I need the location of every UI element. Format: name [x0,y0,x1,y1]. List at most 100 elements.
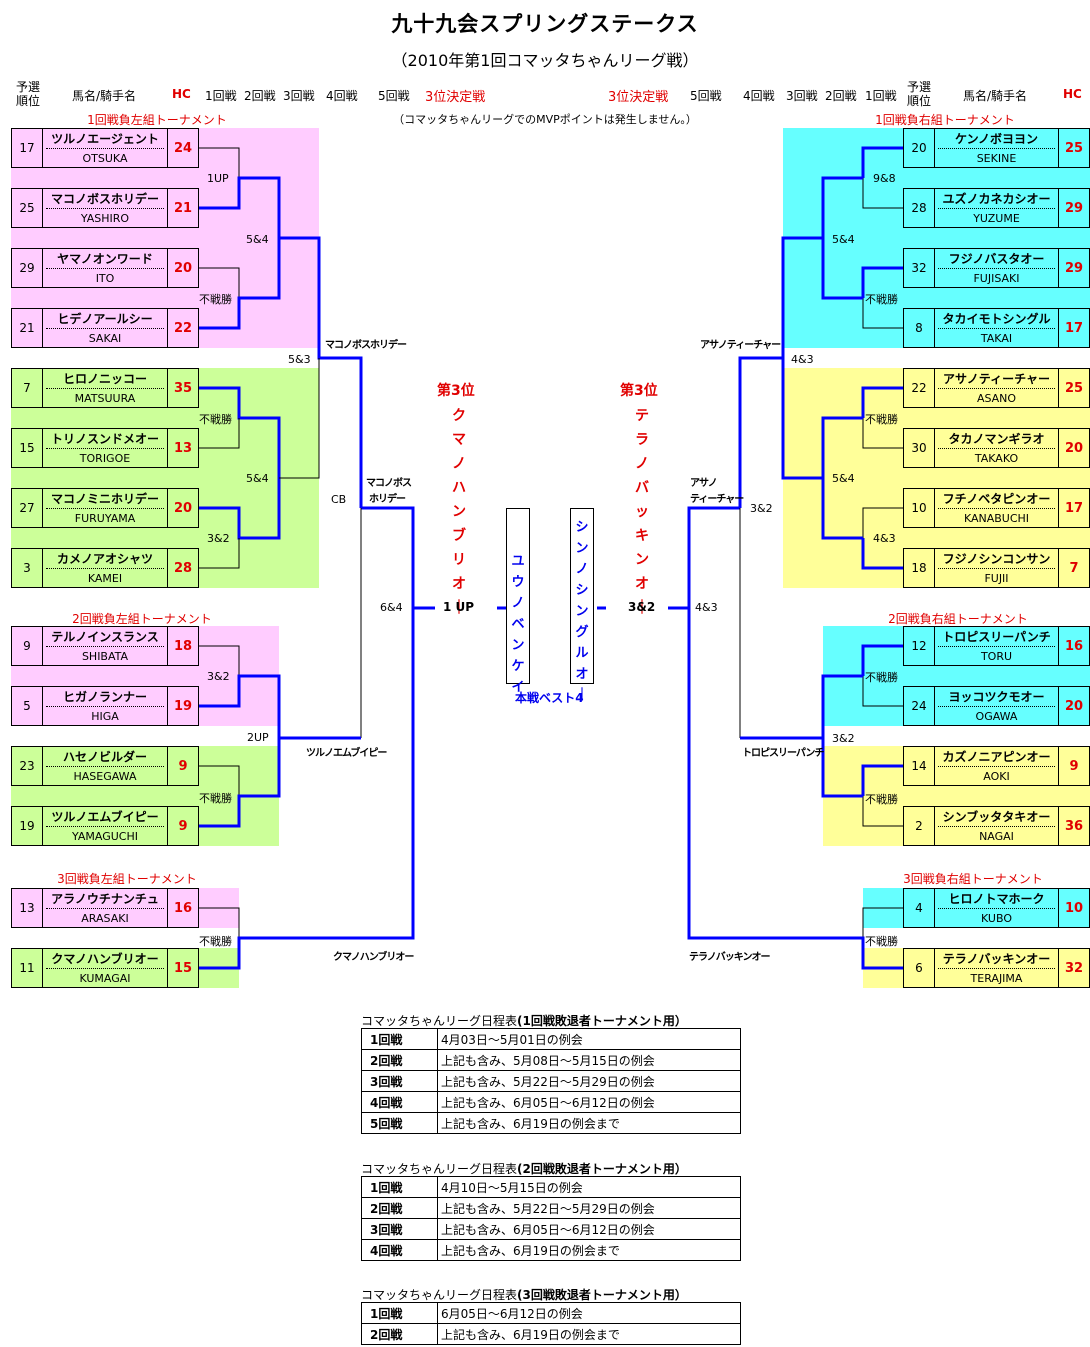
group-bg-r2a [823,626,1090,726]
winner-path [861,644,903,676]
winner-path [821,238,863,300]
winner-label-r-1st: アサノティーチャー [700,340,781,351]
third-place-label-left: 第3位 [437,383,475,399]
entry-handicap: 36 [1058,807,1089,845]
entry-handicap: 9 [1058,747,1089,785]
entry-horse-name: テルノインスランス [46,627,164,647]
winner-path [781,236,823,358]
entry-rank: 19 [12,807,43,845]
final-score-right: 3&2 [628,600,656,614]
winner-path [279,236,363,508]
bracket-line [862,418,903,449]
schedule-round: 2回戦 [361,1323,438,1345]
entry-jockey-name: KUBO [981,911,1012,925]
entry-handicap: 13 [167,429,198,467]
entry-rank: 4 [904,889,935,927]
entry-horse-name: クマノハンブリオー [46,949,164,969]
header-rank-right: 予選 順位 [905,80,933,108]
winner-path [821,416,863,478]
entry-jockey-name: TORIGOE [79,451,131,465]
entry-handicap: 22 [167,309,198,347]
vertical-char: ノ [635,456,649,472]
entry-handicap: 28 [167,549,198,587]
score-l-a-semi: 5&4 [246,233,269,246]
section-label-r1: 1回戦負右組トーナメント [875,113,1015,127]
group-bg-l1b [11,368,319,588]
vertical-char: ン [635,552,649,568]
winner-path [861,146,903,178]
entry-rank: 17 [12,129,43,167]
entry-handicap: 25 [1058,369,1089,407]
entry-rank: 8 [904,309,935,347]
header-round1-left: 1回戦 [205,89,237,103]
entry-handicap: 35 [167,369,198,407]
entry-rank: 29 [12,249,43,287]
vertical-char: ウ [511,575,525,590]
schedule-dates: 上記も含み、5月22日～5月29日の例会 [437,1197,741,1219]
group-bg-l1a [11,128,319,348]
winner-path [199,238,281,330]
winner-label-l-2nd: ツルノエムブイピー [306,748,387,759]
vertical-char: ン [511,638,525,653]
entry-horse-name: ユズノカネカシオー [938,189,1055,209]
bracket-line [199,645,240,676]
score-l13-l14: 不戦勝 [199,935,232,948]
winner-label-r-3rd: テラノバッキンオー [689,952,770,963]
entry-rank: 3 [12,549,43,587]
entry-jockey-name: FUJISAKI [973,271,1020,285]
schedule-caption: コマッタちゃんリーグ日程表(2回戦敗退者トーナメント用） [361,1160,687,1177]
schedule-row: 2回戦上記も含み、6月19日の例会まで [361,1323,741,1345]
schedule-round: 1回戦 [361,1028,438,1050]
vertical-char: ッ [635,504,649,520]
winner-label-l-round4-line1: マコノボス [366,478,412,489]
entry-rank: 28 [904,189,935,227]
score-l7-l8: 3&2 [207,532,230,545]
vertical-char: リ [452,552,466,568]
bracket-line [199,147,240,178]
entry-jockey-name: SEKINE [976,151,1017,165]
entry-rank: 27 [12,489,43,527]
winner-path [861,764,903,796]
bracket-line [862,507,903,538]
entry-horse-name: ヒロノニッコー [46,369,164,389]
entry-horse-name: ツルノエムブイピー [46,807,164,827]
entry-handicap: 20 [167,489,198,527]
entry-rank: 13 [12,889,43,927]
score-l-round4: CB [331,493,347,506]
entry-rank: 20 [904,129,935,167]
entry-jockey-name: MATSUURA [74,391,136,405]
entry-handicap: 25 [1058,129,1089,167]
score-l-2nd-final: 2UP [247,731,269,744]
header-third-right: 3位決定戦 [608,90,669,105]
schedule-dates: 4月03日～5月01日の例会 [437,1028,741,1050]
schedule-caption-bold: (2回戦敗退者トーナメント用） [517,1162,687,1176]
entry-handicap: 9 [167,807,198,845]
entry-horse-name: フジノシンコンサン [938,549,1055,569]
entry-horse-name: ヨッコツクモオー [938,687,1055,707]
bracket-line [862,907,903,938]
entry-jockey-name: HIGA [91,709,119,723]
entry-jockey-name: TORU [980,649,1013,663]
third-place-horse-left: クマノハンブリオ｜ [447,404,471,620]
vertical-char: バ [635,480,649,496]
entry-horse-name: ケンノボヨヨン [938,129,1055,149]
header-third-left: 3位決定戦 [425,90,486,105]
entry-handicap: 19 [167,687,198,725]
